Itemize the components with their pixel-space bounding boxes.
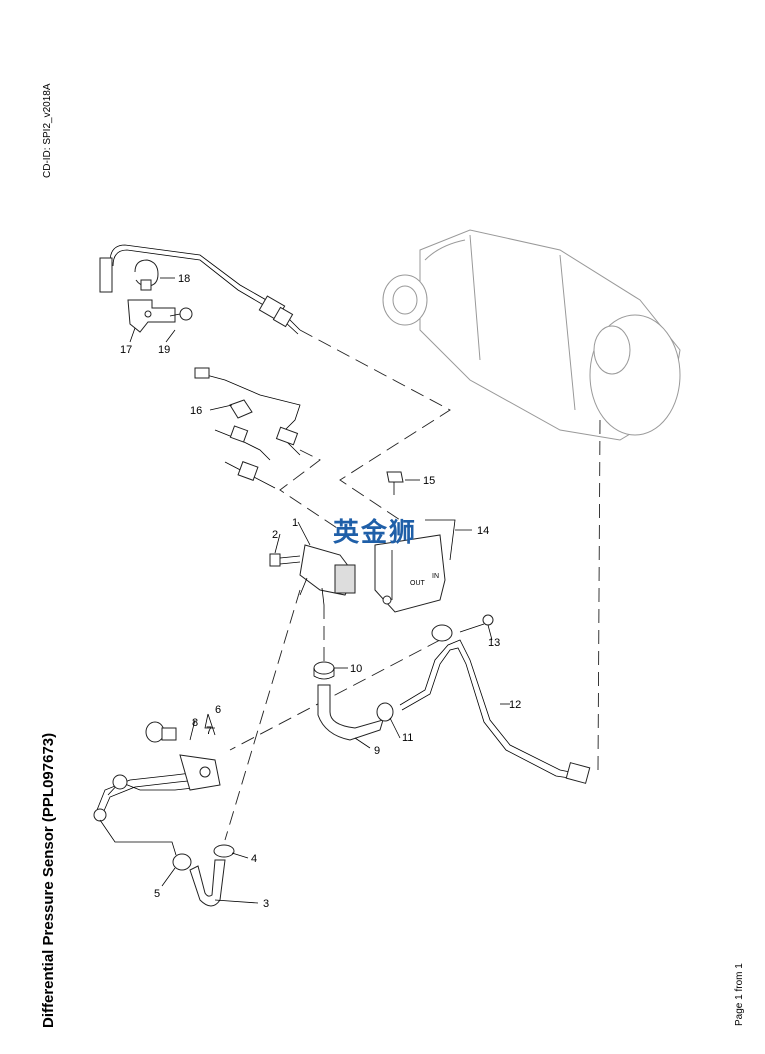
- clip-16: [229, 399, 253, 419]
- pipe-12: [399, 624, 591, 784]
- temp-sensor-harness-upper: [99, 244, 301, 335]
- watermark: 英金狮: [333, 518, 418, 548]
- callout-2: 2: [272, 529, 278, 541]
- clamp-11: [376, 702, 394, 722]
- bolt-2: [269, 553, 301, 567]
- hose-3: [189, 859, 226, 907]
- callout-10: 10: [350, 663, 362, 675]
- callout-9: 9: [374, 745, 380, 757]
- bracket-14: OUT IN: [374, 519, 456, 613]
- callout-11: 11: [402, 732, 413, 744]
- callout-18: 18: [178, 273, 190, 285]
- differential-pressure-sensor: [299, 544, 356, 606]
- callout-leaders: [99, 277, 510, 904]
- clamp-8: [145, 721, 177, 743]
- clamp-5: [172, 853, 192, 871]
- connection-lines: [224, 329, 601, 841]
- in-label: IN: [432, 573, 439, 580]
- callout-12: 12: [509, 699, 521, 711]
- callout-16: 16: [190, 405, 202, 417]
- clamp-10: [313, 661, 335, 680]
- bracket-17: [127, 299, 176, 333]
- pipe-assembly-6: [93, 754, 221, 822]
- bolt-19: [169, 307, 193, 321]
- sensor-harness-lower: [194, 367, 301, 489]
- callout-15: 15: [423, 475, 435, 487]
- bolt-15: [386, 471, 404, 495]
- callout-5: 5: [154, 888, 160, 900]
- particulate-filter: [382, 229, 681, 441]
- callout-7: 7: [206, 725, 212, 737]
- bolt-13: [459, 614, 494, 633]
- callout-19: 19: [158, 344, 170, 356]
- callout-6: 6: [215, 704, 221, 716]
- callout-1: 1: [292, 517, 298, 529]
- callout-8: 8: [192, 717, 198, 729]
- clamp-4: [213, 844, 235, 858]
- callout-13: 13: [488, 637, 500, 649]
- callout-14: 14: [477, 525, 489, 537]
- callout-4: 4: [251, 853, 257, 865]
- callout-17: 17: [120, 344, 132, 356]
- out-label: OUT: [410, 580, 426, 587]
- callout-3: 3: [263, 898, 269, 910]
- hose-9: [317, 684, 384, 741]
- clip-18: [134, 259, 159, 291]
- callout-numbers: 1 2 3 4 5 6 7 8 9 10 11 12 13 14 15 16 1…: [120, 273, 521, 910]
